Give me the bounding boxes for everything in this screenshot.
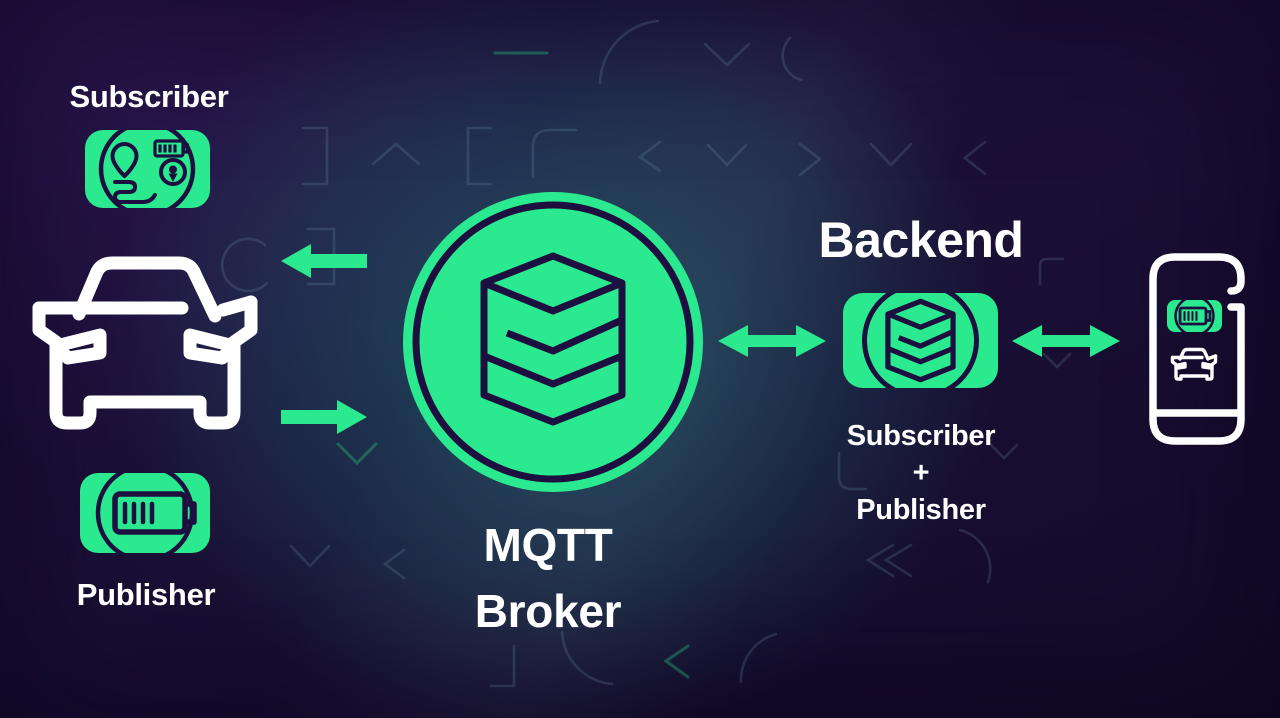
battery-display-icon — [80, 473, 210, 553]
car-front-icon — [32, 256, 258, 430]
smartphone-icon — [1149, 253, 1245, 445]
backend-role-publisher: Publisher — [856, 494, 986, 526]
double-arrow-icon — [1012, 325, 1120, 357]
battery-app-tile-icon — [1167, 300, 1222, 332]
arrow-right-icon — [281, 400, 367, 434]
backend-role-subscriber: Subscriber — [846, 420, 996, 452]
vehicle-publisher-label: Publisher — [76, 577, 216, 612]
backend-title: Backend — [818, 212, 1024, 268]
arrow-left-icon — [281, 244, 367, 278]
broker-label: MQTT Broker — [474, 519, 622, 638]
layered-stack-display-icon — [843, 293, 998, 388]
backend-roles: Subscriber + Publisher — [811, 418, 1031, 529]
car-app-icon — [1170, 347, 1218, 381]
route-map-display-icon — [85, 130, 210, 208]
layered-stack-hexagon-icon — [403, 192, 703, 492]
backend-role-plus: + — [912, 457, 930, 489]
vehicle-subscriber-label: Subscriber — [69, 79, 229, 114]
double-arrow-icon — [718, 325, 826, 357]
